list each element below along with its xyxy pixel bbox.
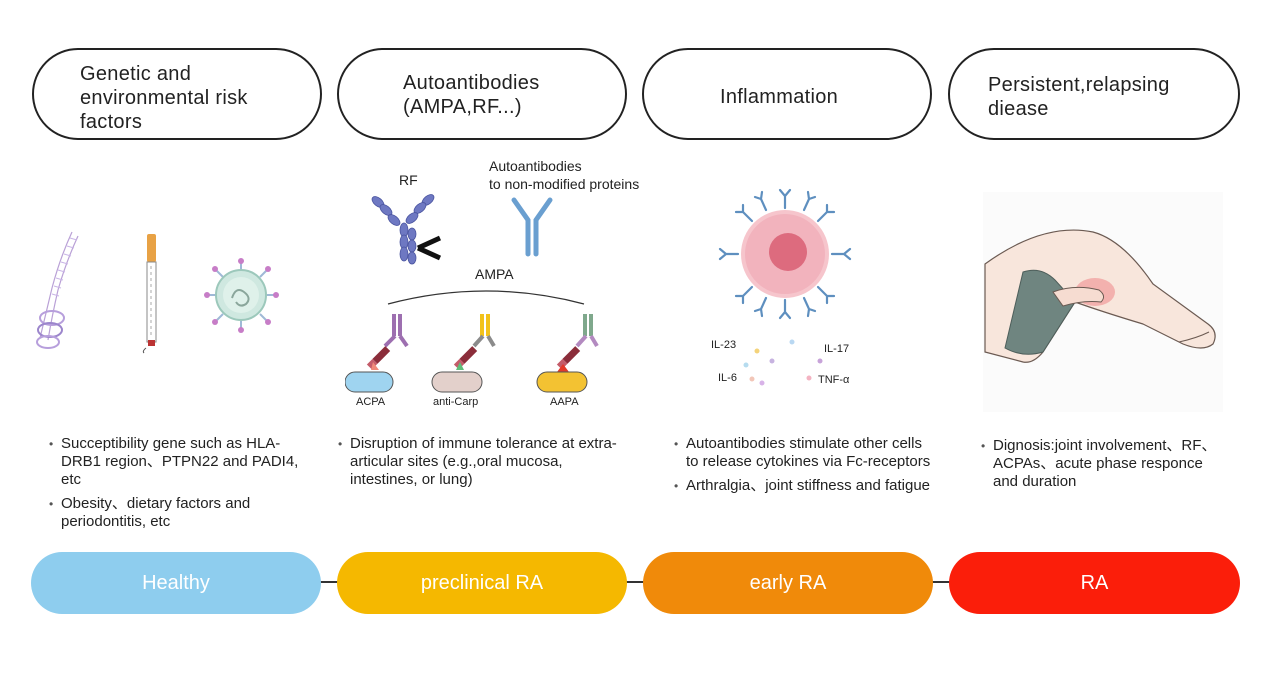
cytokine-il6: IL-6 bbox=[718, 372, 737, 384]
non-modified-label-2: to non-modified proteins bbox=[489, 176, 640, 192]
header-persistent-line-1: Persistent,relapsing bbox=[988, 74, 1170, 96]
stage-early-ra: early RA bbox=[643, 552, 933, 614]
stage-preclinical-ra: preclinical RA bbox=[337, 552, 627, 614]
header-autoantibodies-line-1: Autoantibodies bbox=[403, 72, 540, 94]
aapa-label: AAPA bbox=[550, 396, 579, 408]
stage-connector-2 bbox=[625, 581, 645, 583]
rf-label: RF bbox=[399, 172, 418, 188]
aapa-icon bbox=[536, 314, 599, 393]
bullets-ra: Dignosis:joint involvement、RF、ACPAs、acut… bbox=[981, 437, 1221, 497]
acpa-label: ACPA bbox=[356, 396, 386, 408]
header-persistent-line-2: diease bbox=[988, 98, 1049, 120]
header-autoantibodies-line-2: (AMPA,RF...) bbox=[403, 96, 522, 118]
bullet-item: Autoantibodies stimulate other cells to … bbox=[674, 435, 936, 471]
stage-connector-3 bbox=[930, 581, 952, 583]
ampa-label: AMPA bbox=[475, 266, 514, 282]
bullet-item: Succeptibility gene such as HLA-DRB1 reg… bbox=[49, 435, 299, 489]
header-genetic-risk-line-1: Genetic and bbox=[80, 63, 192, 85]
anticarp-icon bbox=[431, 314, 496, 393]
cytokine-il23: IL-23 bbox=[711, 339, 737, 351]
bullets-inflammation: Autoantibodies stimulate other cells to … bbox=[674, 435, 936, 501]
rf-antibody-icon bbox=[371, 194, 442, 265]
antibody-icon bbox=[511, 197, 553, 257]
dna-icon bbox=[36, 231, 79, 349]
cytokine-il17: IL-17 bbox=[824, 343, 850, 355]
stage-connector-1 bbox=[320, 581, 340, 583]
header-genetic-risk-line-2: environmental risk bbox=[80, 87, 248, 109]
bullet-item: Obesity、dietary factors and periodontiti… bbox=[49, 495, 299, 531]
stage-healthy: Healthy bbox=[31, 552, 321, 614]
bullets-autoantibodies: Disruption of immune tolerance at extra-… bbox=[338, 435, 630, 495]
knee-pain-icon bbox=[983, 192, 1223, 412]
virus-icon bbox=[204, 258, 279, 333]
cytokine-dots bbox=[743, 339, 823, 386]
header-genetic-risk-line-3: factors bbox=[80, 111, 143, 133]
bullet-item: Dignosis:joint involvement、RF、ACPAs、acut… bbox=[981, 437, 1221, 491]
acpa-icon bbox=[345, 314, 409, 393]
header-genetic-risk: Genetic and environmental risk factors bbox=[32, 48, 322, 140]
immune-cell-icon bbox=[718, 188, 852, 320]
cytokine-tnf: TNF-α bbox=[818, 374, 850, 386]
header-inflammation-line-1: Inflammation bbox=[720, 86, 839, 108]
stage-ra: RA bbox=[949, 552, 1240, 614]
ampa-bracket bbox=[387, 290, 585, 305]
header-persistent: Persistent,relapsing diease bbox=[948, 48, 1240, 140]
bullet-item: Disruption of immune tolerance at extra-… bbox=[338, 435, 630, 489]
bullets-genetic: Succeptibility gene such as HLA-DRB1 reg… bbox=[49, 435, 299, 537]
header-inflammation: Inflammation bbox=[642, 48, 932, 140]
anticarp-label: anti-Carp bbox=[433, 396, 479, 408]
cigarette-icon bbox=[142, 234, 157, 354]
header-autoantibodies: Autoantibodies (AMPA,RF...) bbox=[337, 48, 627, 140]
non-modified-label-1: Autoantibodies bbox=[489, 158, 582, 174]
bullet-item: Arthralgia、joint stiffness and fatigue bbox=[674, 477, 936, 495]
